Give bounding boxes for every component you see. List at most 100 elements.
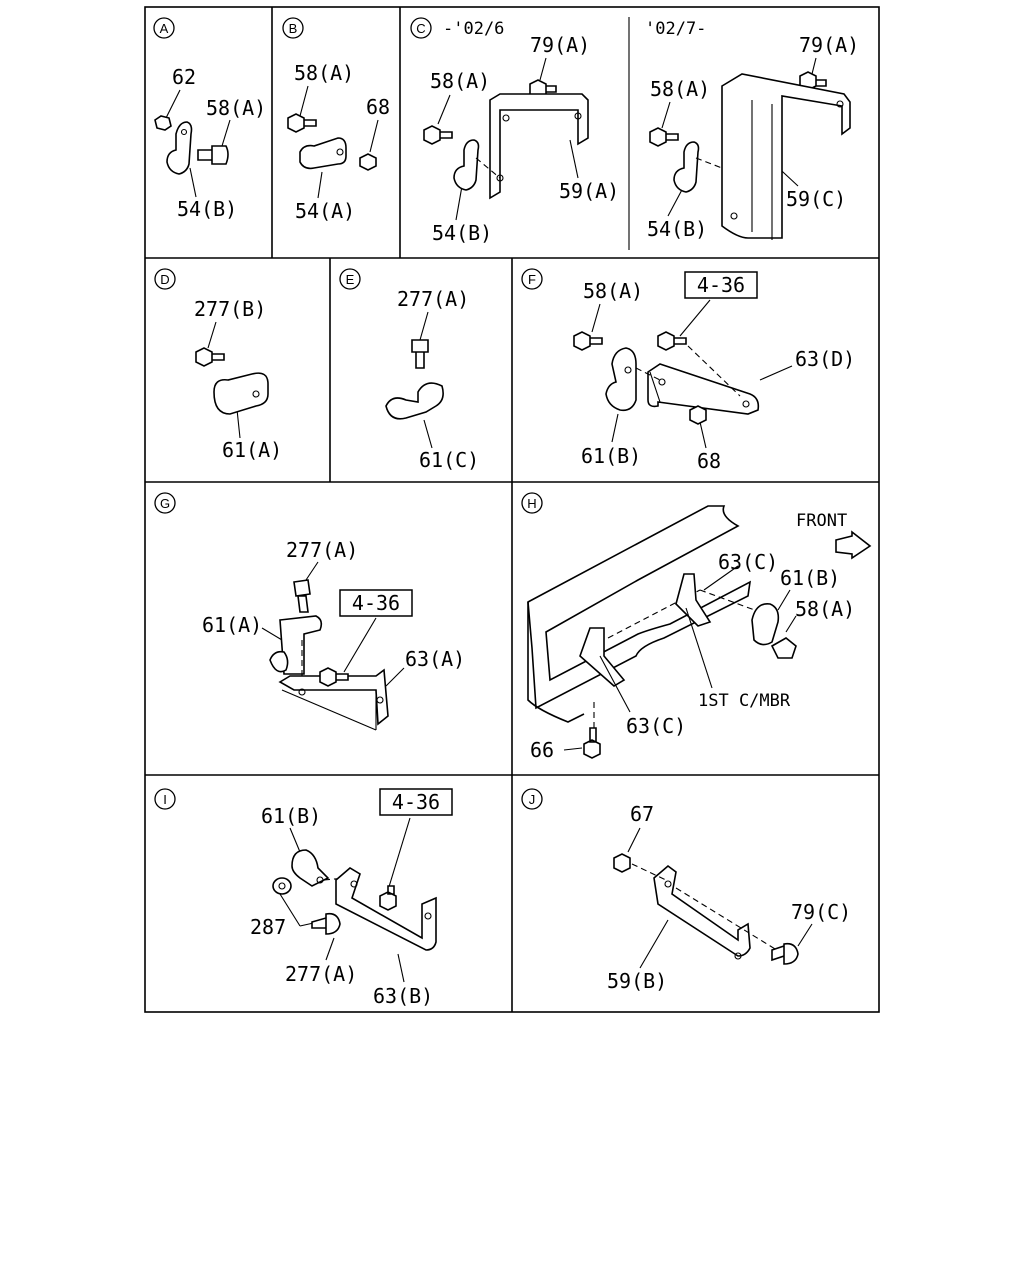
- cross-member-bottom: [527, 602, 585, 723]
- date-range-right: '02/7-: [645, 19, 706, 39]
- bolt-277b: [195, 347, 225, 367]
- panel-tag-i: [154, 788, 176, 810]
- label-63c-top: 63(C): [718, 550, 778, 574]
- bracket-59b: [653, 864, 751, 957]
- member-label: 1ST C/MBR: [698, 691, 791, 711]
- bracket-63d: [647, 363, 760, 415]
- label-79c: 79(C): [791, 900, 851, 924]
- bolt-66: [583, 727, 601, 759]
- cross-member-frame: [527, 505, 752, 710]
- label-58a-right: 58(A): [650, 77, 710, 101]
- clip-54b-right: [673, 141, 700, 193]
- nut-62: [154, 115, 172, 131]
- panel-e: E 277(A) 61(C): [339, 268, 479, 472]
- label-59a: 59(A): [559, 179, 619, 203]
- label-63b: 63(B): [373, 984, 433, 1008]
- bolt-4-36: [319, 667, 349, 687]
- label-287: 287: [250, 915, 286, 939]
- nut-68: [689, 405, 707, 425]
- clip-54b: [166, 121, 193, 175]
- label-61b: 61(B): [261, 804, 321, 828]
- label-62: 62: [172, 65, 196, 89]
- label-54b-left: 54(B): [432, 221, 492, 245]
- panel-f: F 4-36 58(A) 63(D) 61(B) 68: [521, 268, 855, 473]
- bolt-58a: [573, 331, 603, 351]
- label-61a: 61(A): [202, 613, 262, 637]
- panel-h: H FRONT 63(C) 61(B) 58(A) 1ST C/MBR 63(C…: [521, 492, 872, 762]
- clip-61a: [279, 615, 323, 675]
- panel-a: A 62 58(A) 54(B): [153, 17, 266, 221]
- ref-box-4-36[interactable]: [339, 589, 413, 617]
- label-61b: 61(B): [780, 566, 840, 590]
- clip-61a: [213, 372, 269, 415]
- bolt-79c: [771, 942, 799, 965]
- diagram-frame: [144, 6, 880, 1013]
- bolt-4-36: [379, 885, 397, 911]
- bracket-59a: [489, 93, 589, 200]
- bolt-58a-left: [423, 125, 453, 145]
- label-277a: 277(A): [286, 538, 358, 562]
- panel-tag-e: [339, 268, 361, 290]
- front-label: FRONT: [796, 511, 847, 531]
- clip-61b: [605, 347, 637, 412]
- label-277a: 277(A): [397, 287, 469, 311]
- panel-tag-f: [521, 268, 543, 290]
- panel-tag-e-text: E: [346, 272, 355, 287]
- label-58a: 58(A): [795, 597, 855, 621]
- label-58a-left: 58(A): [430, 69, 490, 93]
- ref-4-36[interactable]: 4-36: [697, 273, 745, 297]
- ref-4-36[interactable]: 4-36: [352, 591, 400, 615]
- nut-68: [359, 153, 377, 171]
- label-61a: 61(A): [222, 438, 282, 462]
- panel-g: G 4-36 277(A) 61(A) 63(A): [154, 492, 465, 731]
- bolt-4-36: [657, 331, 687, 351]
- panel-tag-d: [154, 268, 176, 290]
- panel-tag-j-text: J: [529, 792, 536, 807]
- label-58a: 58(A): [583, 279, 643, 303]
- clip-54a: [299, 137, 347, 170]
- clip-61c: [385, 382, 444, 420]
- bolt-58a: [197, 145, 229, 165]
- bolt-277a: [311, 912, 341, 935]
- date-range-left: -'02/6: [443, 19, 504, 39]
- panel-tag-g: [154, 492, 176, 514]
- bracket-63c-top: [675, 573, 712, 627]
- ref-4-36[interactable]: 4-36: [392, 790, 440, 814]
- label-58a: 58(A): [206, 96, 266, 120]
- label-277a: 277(A): [285, 962, 357, 986]
- label-63a: 63(A): [405, 647, 465, 671]
- label-68: 68: [366, 95, 390, 119]
- label-63d: 63(D): [795, 347, 855, 371]
- bracket-63a: [278, 668, 389, 726]
- label-63c-bottom: 63(C): [626, 714, 686, 738]
- panel-b: B 58(A) 68 54(A): [282, 17, 390, 223]
- ref-box-4-36[interactable]: [379, 788, 453, 816]
- ref-box-4-36[interactable]: [684, 271, 758, 299]
- panel-tag-b: [282, 17, 304, 39]
- label-61b: 61(B): [581, 444, 641, 468]
- clip-61b: [751, 603, 780, 646]
- panel-c: C -'02/6 '02/7- 79(A) 58(A) 59(A) 54(B) …: [410, 17, 859, 245]
- panel-tag-h: [521, 492, 543, 514]
- bolt-58a: [770, 637, 797, 659]
- clip-61a-loop: [269, 650, 289, 673]
- front-arrow-icon: [835, 530, 872, 560]
- panel-tag-b-text: B: [289, 21, 298, 36]
- panel-tag-a: [153, 17, 175, 39]
- label-67: 67: [630, 802, 654, 826]
- bracket-59c: [721, 73, 851, 239]
- clip-54b-left: [453, 139, 480, 191]
- nut-67: [613, 853, 631, 873]
- label-54a: 54(A): [295, 199, 355, 223]
- panel-tag-g-text: G: [160, 496, 170, 511]
- panel-tag-a-text: A: [160, 21, 169, 36]
- bolt-277a: [411, 339, 429, 369]
- bolt-58a-right: [649, 127, 679, 147]
- panel-tag-c: [410, 17, 432, 39]
- panel-j: J 67 79(C) 59(B): [521, 788, 851, 993]
- label-59c: 59(C): [786, 187, 846, 211]
- label-54b: 54(B): [177, 197, 237, 221]
- bracket-63b: [335, 867, 437, 951]
- label-61c: 61(C): [419, 448, 479, 472]
